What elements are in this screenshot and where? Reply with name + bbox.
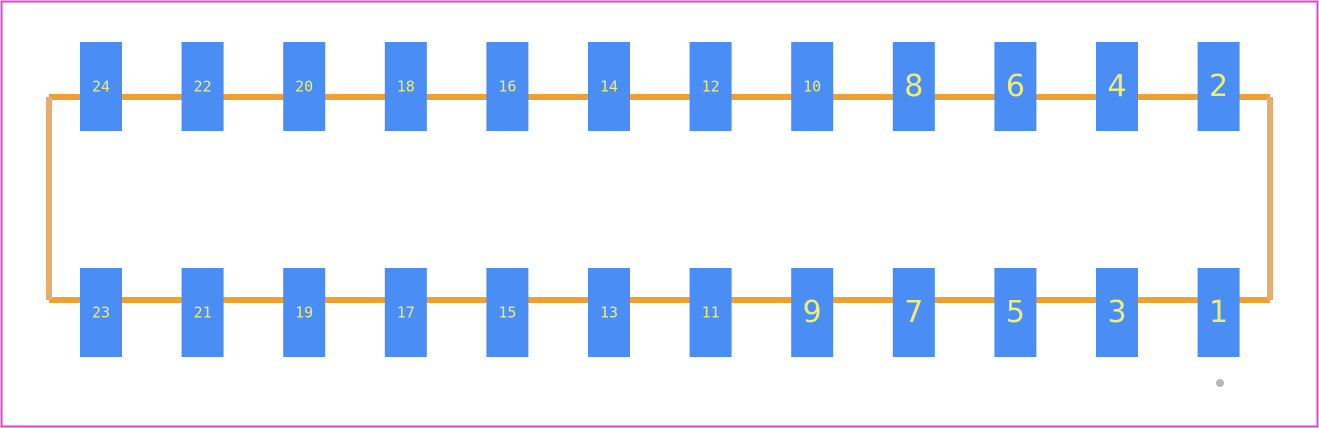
pad-label-23: 23 [92, 304, 110, 322]
pad-17 [384, 268, 427, 357]
pad-label-21: 21 [194, 304, 212, 322]
pad-label-8: 8 [904, 69, 923, 104]
pad-12 [689, 42, 732, 131]
pad-label-13: 13 [600, 304, 618, 322]
pad-4 [1096, 42, 1138, 131]
pad-label-12: 12 [702, 78, 720, 96]
pad-label-18: 18 [397, 78, 415, 96]
pad-14 [588, 42, 630, 131]
pad-label-17: 17 [397, 304, 415, 322]
pad-label-10: 10 [803, 78, 821, 96]
pad-23 [80, 268, 122, 357]
pad-9 [791, 268, 834, 357]
pad-22 [181, 42, 224, 131]
pad-1 [1197, 268, 1240, 357]
pad-label-20: 20 [295, 78, 313, 96]
pad-label-3: 3 [1107, 295, 1126, 330]
pad-8 [892, 42, 935, 131]
pad-5 [994, 268, 1037, 357]
pad-18 [384, 42, 427, 131]
pad-label-19: 19 [295, 304, 313, 322]
pad-label-9: 9 [803, 295, 822, 330]
pad-6 [994, 42, 1037, 131]
pad-label-1: 1 [1209, 295, 1228, 330]
pads-top-row: 24 22 20 18 16 14 12 10 8 6 4 2 [80, 42, 1240, 131]
pad-label-16: 16 [498, 78, 516, 96]
pad-label-14: 14 [600, 78, 618, 96]
pad-15 [486, 268, 529, 357]
pad-label-6: 6 [1006, 69, 1025, 104]
pin1-marker [1216, 379, 1224, 387]
pad-label-24: 24 [92, 78, 110, 96]
pad-10 [791, 42, 834, 131]
pad-label-2: 2 [1209, 69, 1228, 104]
pads-bottom-row: 23 21 19 17 15 13 11 9 7 5 3 1 [80, 268, 1240, 357]
pad-24 [80, 42, 122, 131]
pad-21 [181, 268, 224, 357]
pad-label-11: 11 [702, 304, 720, 322]
pad-label-4: 4 [1107, 69, 1126, 104]
pad-20 [283, 42, 326, 131]
pad-label-7: 7 [904, 295, 923, 330]
pad-3 [1096, 268, 1138, 357]
component-outline [46, 94, 1273, 303]
pad-19 [283, 268, 326, 357]
pad-label-5: 5 [1006, 295, 1025, 330]
pad-label-22: 22 [194, 78, 212, 96]
pad-label-15: 15 [498, 304, 516, 322]
pad-7 [892, 268, 935, 357]
pad-11 [689, 268, 732, 357]
pad-16 [486, 42, 529, 131]
pad-2 [1197, 42, 1240, 131]
pad-13 [588, 268, 630, 357]
